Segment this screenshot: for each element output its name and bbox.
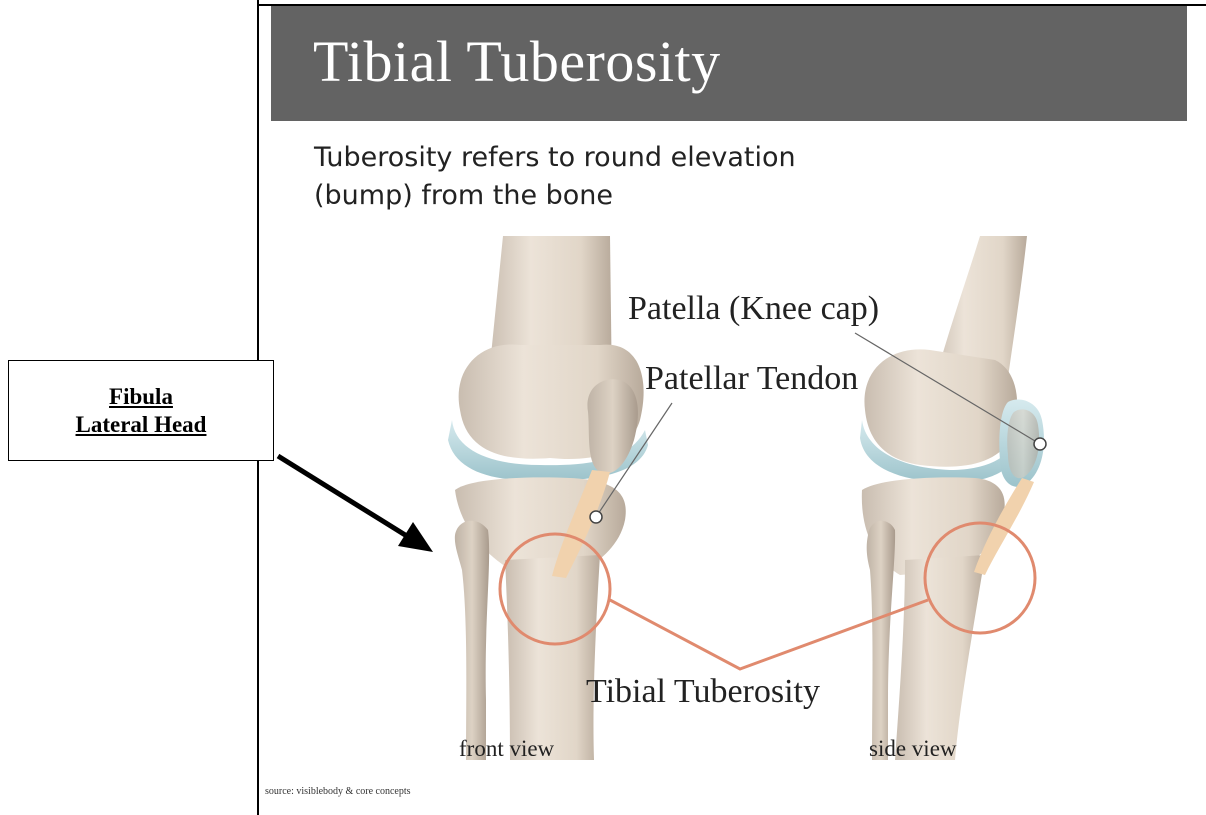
front-fibula (455, 521, 489, 760)
label-front-view: front view (459, 736, 554, 762)
side-femur-condyle (864, 349, 1017, 466)
label-tibial-tuberosity: Tibial Tuberosity (586, 673, 820, 711)
side-patella-marker (1034, 438, 1046, 450)
label-side-view: side view (869, 736, 957, 762)
side-tibia-shaft (895, 555, 985, 760)
front-tibia-shaft (505, 555, 600, 760)
callout-arrow-line (278, 456, 410, 538)
label-patella: Patella (Knee cap) (628, 290, 879, 328)
callout-line-1: Fibula (9, 383, 273, 411)
callout-line-2: Lateral Head (9, 411, 273, 439)
side-view-knee (855, 236, 1046, 760)
fibula-callout-box: Fibula Lateral Head (8, 360, 274, 461)
callout-arrow-head (398, 522, 433, 552)
label-patellar-tendon: Patellar Tendon (645, 360, 858, 398)
side-fibula (867, 521, 895, 760)
source-credit: source: visiblebody & core concepts (265, 786, 411, 797)
front-tendon-marker (590, 511, 602, 523)
